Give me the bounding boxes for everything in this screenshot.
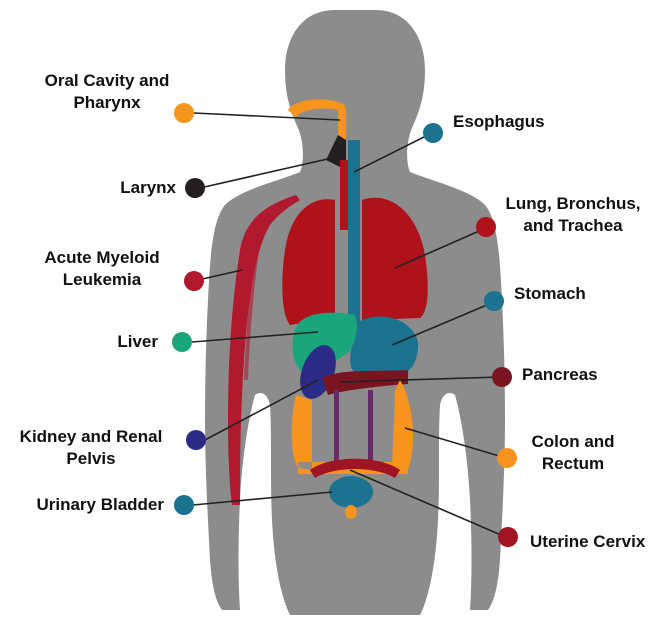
label-aml-line-1: Acute Myeloid <box>22 247 182 269</box>
label-colon-line-1: Colon and <box>515 431 631 453</box>
marker-liver <box>172 332 192 352</box>
label-colon: Colon and Rectum <box>515 431 631 475</box>
marker-pancreas <box>492 367 512 387</box>
label-aml: Acute Myeloid Leukemia <box>22 247 182 291</box>
label-oral-line-2: Pharynx <box>22 92 192 114</box>
label-cervix-line-1: Uterine Cervix <box>530 531 645 553</box>
label-oral-cavity: Oral Cavity and Pharynx <box>22 70 192 114</box>
marker-kidney <box>186 430 206 450</box>
label-larynx: Larynx <box>40 177 176 199</box>
marker-stomach <box>484 291 504 311</box>
rectum-organ <box>345 505 357 519</box>
label-esophagus-line-1: Esophagus <box>453 111 545 133</box>
label-stomach: Stomach <box>514 283 586 305</box>
label-lung-line-1: Lung, Bronchus, <box>488 193 658 215</box>
label-liver: Liver <box>40 331 158 353</box>
label-pancreas-line-1: Pancreas <box>522 364 598 386</box>
marker-colon <box>497 448 517 468</box>
label-esophagus: Esophagus <box>453 111 545 133</box>
marker-bladder <box>174 495 194 515</box>
label-bladder: Urinary Bladder <box>2 494 164 516</box>
marker-esophagus <box>423 123 443 143</box>
label-bladder-line-1: Urinary Bladder <box>2 494 164 516</box>
label-aml-line-2: Leukemia <box>22 269 182 291</box>
label-cervix: Uterine Cervix <box>530 531 645 553</box>
marker-cervix <box>498 527 518 547</box>
label-kidney-line-2: Pelvis <box>2 448 180 470</box>
label-pancreas: Pancreas <box>522 364 598 386</box>
marker-larynx <box>185 178 205 198</box>
label-kidney-line-1: Kidney and Renal <box>2 426 180 448</box>
label-oral-line-1: Oral Cavity and <box>22 70 192 92</box>
ureter-right <box>368 390 373 465</box>
label-stomach-line-1: Stomach <box>514 283 586 305</box>
marker-aml <box>184 271 204 291</box>
label-lung-line-2: and Trachea <box>488 215 658 237</box>
label-lung: Lung, Bronchus, and Trachea <box>488 193 658 237</box>
label-colon-line-2: Rectum <box>515 453 631 475</box>
ureter-left <box>334 390 339 465</box>
label-kidney: Kidney and Renal Pelvis <box>2 426 180 470</box>
bladder-organ <box>329 476 373 508</box>
label-larynx-line-1: Larynx <box>40 177 176 199</box>
label-liver-line-1: Liver <box>40 331 158 353</box>
